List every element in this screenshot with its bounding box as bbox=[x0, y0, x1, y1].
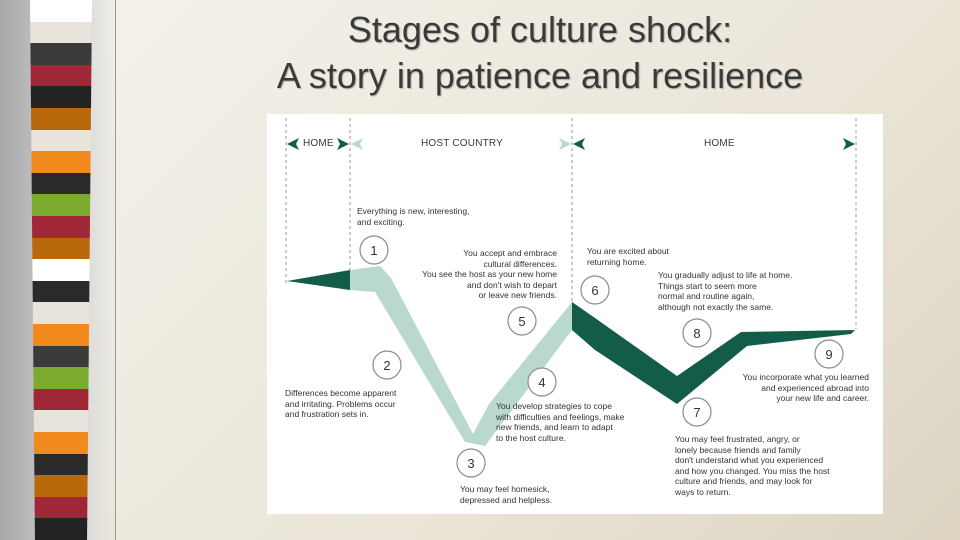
stripe-segment bbox=[30, 324, 92, 346]
stage-4-text: You develop strategies to cope with diff… bbox=[496, 401, 624, 443]
stage-7-number: 7 bbox=[693, 405, 700, 420]
stage-6-number: 6 bbox=[591, 283, 598, 298]
stripe-segment bbox=[30, 432, 92, 454]
header-home-right: HOME bbox=[704, 138, 735, 149]
stripe-segment bbox=[30, 410, 92, 432]
stripe-segment bbox=[30, 454, 92, 476]
slide-title-line1: Stages of culture shock: bbox=[220, 10, 860, 50]
stripe-segment bbox=[30, 43, 92, 65]
stripe-segment bbox=[30, 389, 92, 411]
stripe-segment bbox=[30, 173, 92, 195]
header-host-country: HOST COUNTRY bbox=[421, 138, 503, 149]
stripe-segment bbox=[30, 518, 92, 540]
arrow-right-icon bbox=[843, 138, 855, 150]
stripe-segment bbox=[30, 194, 92, 216]
stripe-segment bbox=[30, 151, 92, 173]
stage-4-number: 4 bbox=[538, 375, 545, 390]
stripe-segment bbox=[30, 367, 92, 389]
stripe-segment bbox=[30, 216, 92, 238]
divider-line bbox=[115, 0, 116, 540]
arrow-left-icon bbox=[573, 138, 585, 150]
stripe-segment bbox=[30, 108, 92, 130]
stage-2-text: Differences become apparent and irritati… bbox=[285, 388, 396, 420]
stage-1-number: 1 bbox=[370, 243, 377, 258]
stage-3-text: You may feel homesick, depressed and hel… bbox=[460, 484, 552, 505]
slide-title-line2: A story in patience and resilience bbox=[220, 56, 860, 96]
stripe-segment bbox=[30, 475, 92, 497]
stripe-segment bbox=[30, 302, 92, 324]
stage-2-number: 2 bbox=[383, 358, 390, 373]
stripe-segment bbox=[30, 259, 92, 281]
stripe-segment bbox=[30, 86, 92, 108]
stripe-segment bbox=[30, 0, 92, 22]
stripe-segment bbox=[30, 130, 92, 152]
stage-9-number: 9 bbox=[825, 347, 832, 362]
decorative-stripe-band bbox=[30, 0, 92, 540]
stage-8-number: 8 bbox=[693, 326, 700, 341]
arrow-left-icon bbox=[351, 138, 363, 150]
stage-5-number: 5 bbox=[518, 314, 525, 329]
stripe-segment bbox=[30, 281, 92, 303]
stripe-segment bbox=[30, 346, 92, 368]
arrow-right-icon bbox=[559, 138, 571, 150]
culture-shock-diagram: 1 2 3 4 5 6 7 8 9 HOME HOST COUNTRY HOME… bbox=[267, 114, 883, 514]
stripe-segment bbox=[30, 65, 92, 87]
stripe-segment bbox=[30, 497, 92, 519]
stripe-segment bbox=[30, 22, 92, 44]
stage-9-text: You incorporate what you learned and exp… bbox=[727, 372, 869, 404]
arrow-left-icon bbox=[287, 138, 299, 150]
stage-8-text: You gradually adjust to life at home. Th… bbox=[658, 270, 792, 312]
stage-3-number: 3 bbox=[467, 456, 474, 471]
stage-5-text: You accept and embrace cultural differen… bbox=[415, 248, 557, 301]
stage-7-text: You may feel frustrated, angry, or lonel… bbox=[675, 434, 830, 497]
stripe-segment bbox=[30, 238, 92, 260]
home-departure-curve bbox=[287, 270, 350, 290]
header-home-left: HOME bbox=[303, 138, 334, 149]
stage-6-text: You are excited about returning home. bbox=[587, 246, 669, 267]
stage-1-text: Everything is new, interesting, and exci… bbox=[357, 206, 469, 227]
arrow-right-icon bbox=[337, 138, 349, 150]
